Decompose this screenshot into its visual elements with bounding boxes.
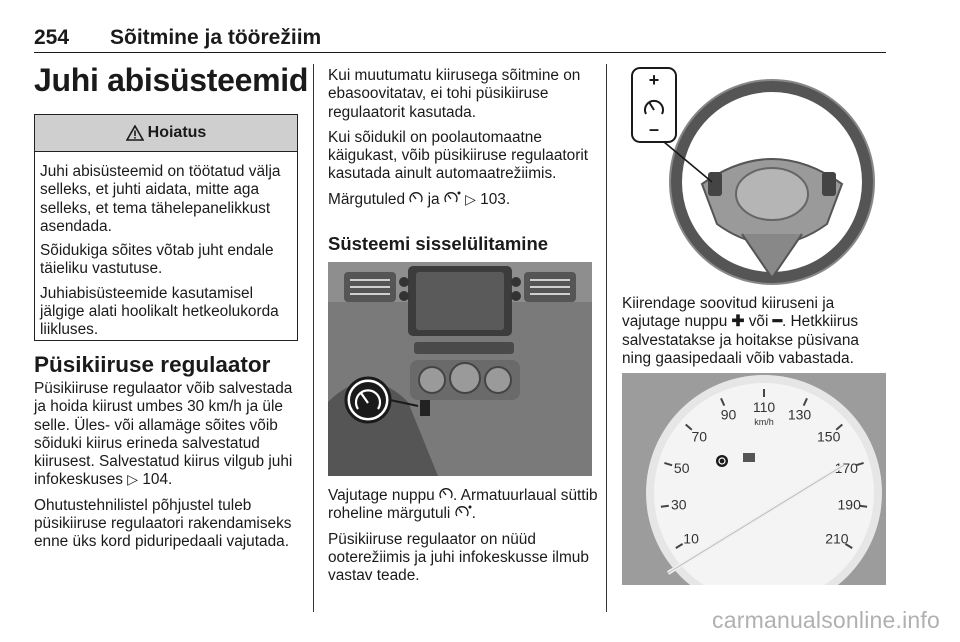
warning-body: Juhi abisüsteemid on töötatud välja sell…	[35, 152, 297, 340]
speed-tick-label: 150	[817, 428, 841, 444]
cruise-control-title: Püsikiiruse regulaator	[34, 352, 271, 377]
speed-tick-label: 170	[835, 460, 859, 476]
column-3-text: Kiirendage soovitud kiiruseni ja vajutag…	[622, 295, 892, 375]
speed-tick-label: 90	[721, 407, 737, 423]
page-ref-icon: ▷	[127, 472, 139, 489]
cruise-control-active-icon	[454, 505, 472, 517]
speed-tick-label: 190	[838, 496, 862, 512]
cruise-paragraph-2: Ohutustehnilistel põhjustel tuleb püsiki…	[34, 496, 292, 551]
cruise-text: Püsikiiruse regulaator võib salvestada j…	[34, 380, 293, 489]
text: või	[748, 313, 769, 331]
cruise-paragraph-1: Püsikiiruse regulaator võib salvestada j…	[34, 380, 304, 490]
col3-paragraph-1: Kiirendage soovitud kiiruseni ja vajutag…	[622, 295, 892, 368]
text: Märgutuled	[328, 190, 405, 208]
col2-paragraph-2: Kui sõidukil on poolautomaatne käigukast…	[328, 128, 589, 183]
warning-box: Hoiatus Juhi abisüsteemid on töötatud vä…	[34, 114, 298, 341]
speed-tick-mark	[844, 543, 853, 549]
col2-paragraph-5: Püsikiiruse regulaator on nüüd ooterežii…	[328, 530, 589, 585]
warning-paragraph: Juhi abisüsteemid on töötatud välja sell…	[40, 163, 281, 235]
page-ref-link[interactable]: 104.	[142, 471, 173, 489]
steering-wheel-illustration: + –	[622, 64, 887, 288]
speed-tick-label: 50	[674, 460, 690, 476]
page-number: 254	[34, 26, 70, 49]
speed-tick-label: 70	[692, 428, 708, 444]
cruise-control-icon	[409, 191, 423, 203]
text: Vajutage nuppu	[328, 487, 435, 504]
chapter-title: Sõitmine ja töörežiim	[110, 26, 322, 49]
speed-tick-mark	[685, 423, 693, 431]
header-rule	[34, 52, 886, 53]
speed-tick-mark	[720, 397, 726, 407]
speed-tick-mark	[675, 543, 684, 549]
minus-symbol: ━	[772, 313, 782, 331]
warning-paragraph: Juhiabisüsteemide kasutamisel jälgige al…	[40, 284, 279, 339]
column-divider	[313, 64, 314, 612]
col2-paragraph-4: Vajutage nuppu . Armatuurlaual süttib ro…	[328, 487, 598, 524]
speed-tick-mark	[859, 504, 868, 508]
column-2-text: Kui muutumatu kiirusega sõitmine on ebas…	[328, 67, 598, 216]
plus-symbol: ✚	[731, 313, 745, 331]
col2-paragraph-3: Märgutuled ja ▷ 103.	[328, 191, 598, 209]
minus-label: –	[649, 119, 659, 139]
speed-tick-mark	[660, 504, 669, 508]
speed-tick-mark	[835, 423, 843, 431]
speed-tick-mark	[802, 397, 808, 407]
watermark: carmanualsonline.info	[712, 607, 940, 633]
speed-unit: km/h	[754, 417, 774, 427]
page-ref-icon: ▷	[465, 191, 476, 208]
col2-paragraph-1: Kui muutumatu kiirusega sõitmine on ebas…	[328, 67, 581, 121]
warning-paragraph: Sõidukiga sõites võtab juht endale täiel…	[40, 242, 274, 278]
text: Kiirendage soovitud kiiruseni ja vajutag…	[622, 295, 835, 331]
text: .	[471, 505, 476, 523]
text: . Hetkkiirus salvestatakse ja hoitakse p…	[622, 313, 859, 367]
column-1-text: Püsikiiruse regulaator võib salvestada j…	[34, 380, 304, 559]
cruise-control-icon	[644, 99, 664, 115]
column-divider	[606, 64, 607, 612]
warning-header: Hoiatus	[35, 115, 297, 152]
speed-tick-label: 30	[671, 496, 687, 512]
speed-tick-mark	[664, 461, 673, 467]
cruise-control-active-icon	[444, 191, 461, 203]
dashboard-photo	[328, 262, 592, 476]
system-activation-title: Süsteemi sisselülitamine	[328, 233, 549, 254]
column-2-lower-text: Vajutage nuppu . Armatuurlaual süttib ro…	[328, 487, 598, 592]
speed-tick-label: 10	[683, 531, 699, 547]
speed-tick-label: 130	[788, 407, 812, 423]
cruise-control-icon	[439, 488, 453, 499]
speed-tick-label: 210	[825, 531, 849, 547]
text: . Armatuurlaual süttib roheline märgutul…	[328, 487, 598, 523]
speed-tick-label: 110	[753, 399, 776, 415]
plus-label: +	[649, 70, 660, 90]
warning-title: Hoiatus	[147, 124, 207, 141]
text: ja	[427, 190, 440, 208]
section-title: Juhi abisüsteemid	[34, 62, 309, 98]
speed-tick-mark	[855, 461, 864, 467]
warning-triangle-icon	[125, 125, 144, 141]
page-ref-link[interactable]: 103.	[480, 190, 511, 208]
